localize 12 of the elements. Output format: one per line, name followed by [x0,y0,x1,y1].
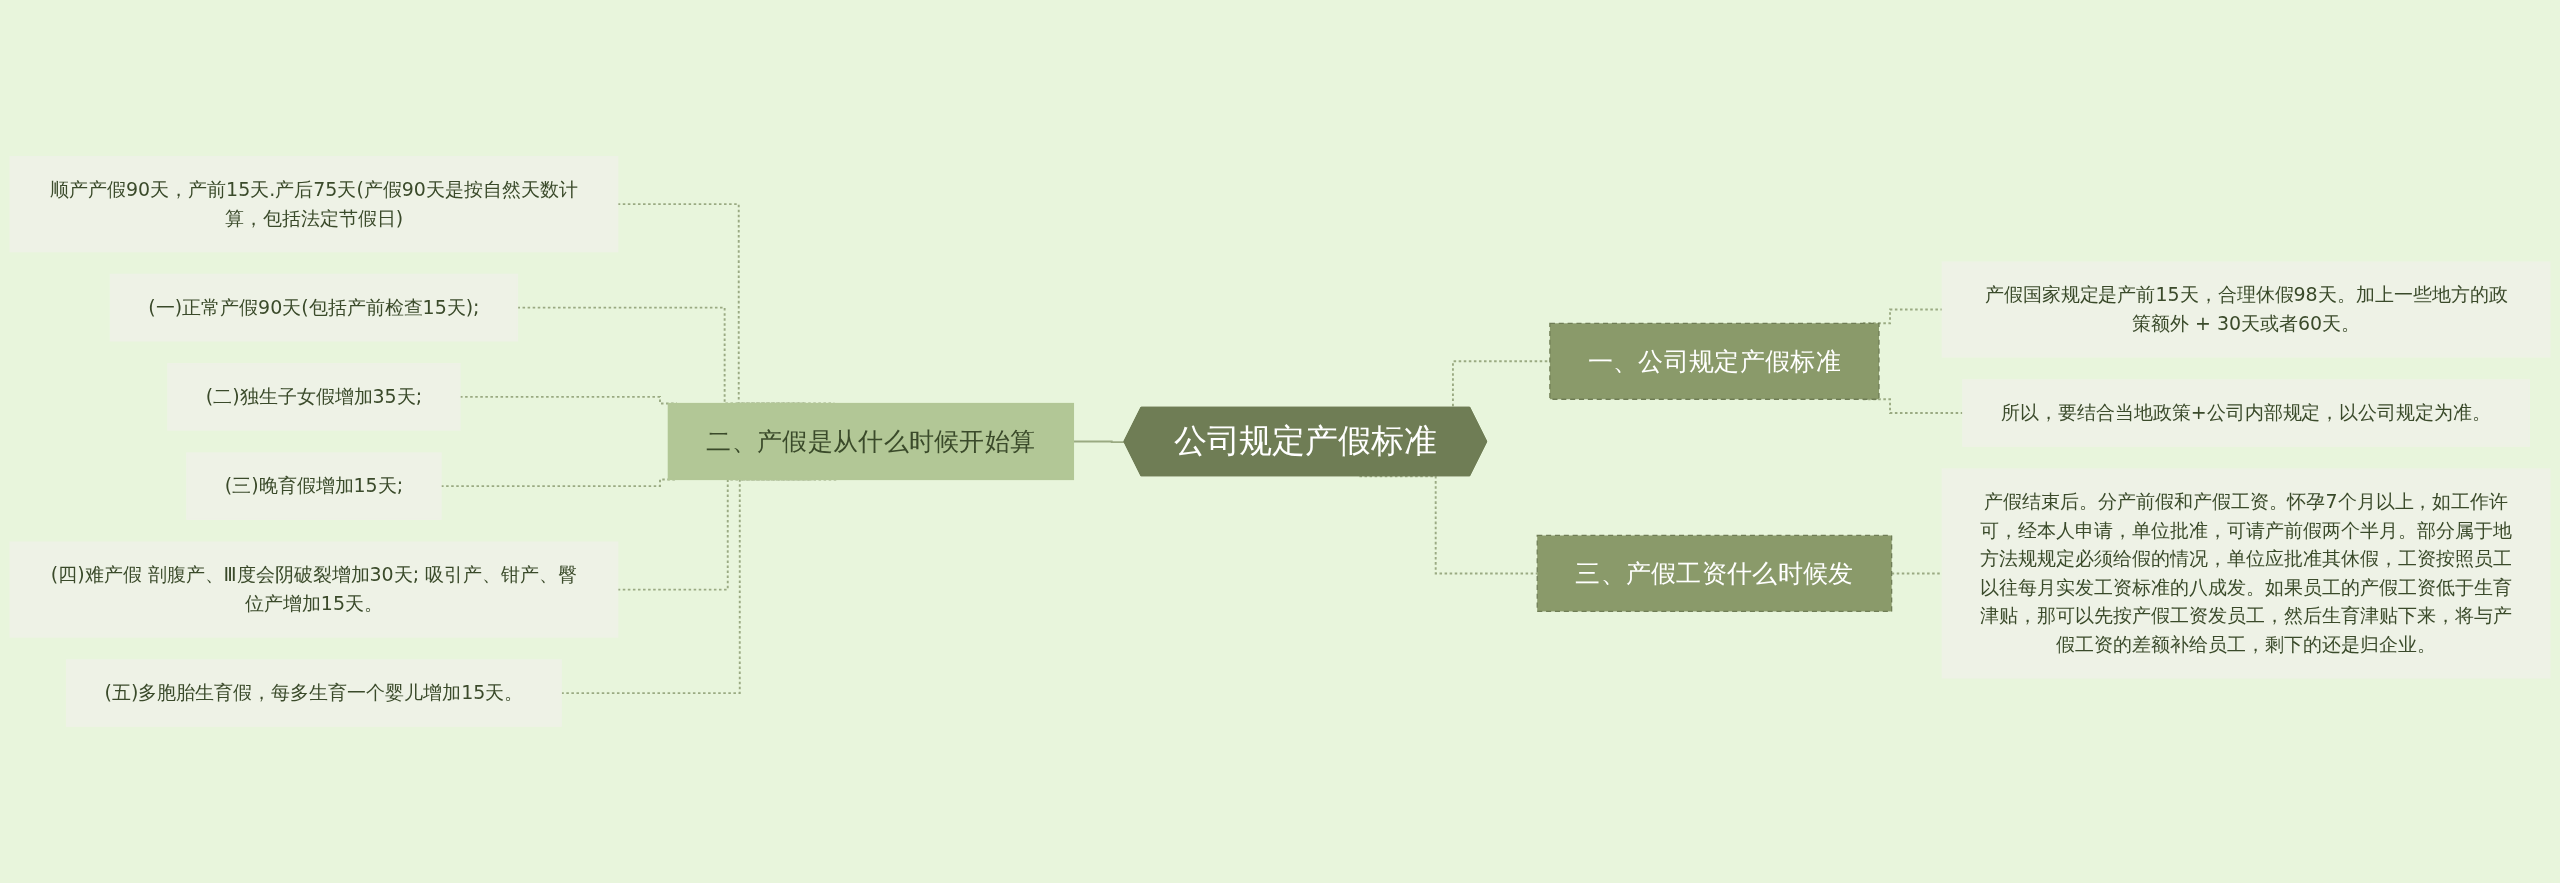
node-box: 顺产产假90天，产前15天.产后75天(产假90天是按自然天数计算，包括法定节假日) [9,156,619,253]
node-box: (三)晚育假增加15天; [186,452,442,520]
node-box: (一)正常产假90天(包括产前检查15天); [109,273,519,342]
node-box: (二)独生子女假增加35天; [167,363,461,431]
node-box: 所以，要结合当地政策+公司内部规定，以公司规定为准。 [1962,379,2530,447]
node-box: (四)难产假 剖腹产、Ⅲ度会阴破裂增加30天; 吸引产、钳产、臀位产增加15天。 [9,541,619,638]
node-box: 产假国家规定是产前15天，合理休假98天。加上一些地方的政策额外 + 30天或者60天。 [1941,261,2551,358]
node-box: 二、产假是从什么时候开始算 [667,402,1075,481]
node-box: (五)多胞胎生育假，每多生育一个婴儿增加15天。 [65,659,562,727]
node-box: 一、公司规定产假标准 [1549,322,1880,400]
node-box: 三、产假工资什么时候发 [1536,534,1893,613]
node-box: 产假结束后。分产前假和产假工资。怀孕7个月以上，如工作许可，经本人申请，单位批准，可请产前假两个半月。部分属于地方法规规定必须给假的情况，单位应批准其休假，工资按照员工以往每月实发工资标准的八成发。如果员工的产假工资低于生育津贴，那可以先按产假工资发员工，然后生育津贴下来，将与产假工资的差额补给员工，剩下的还是归企业。 [1941,468,2551,679]
